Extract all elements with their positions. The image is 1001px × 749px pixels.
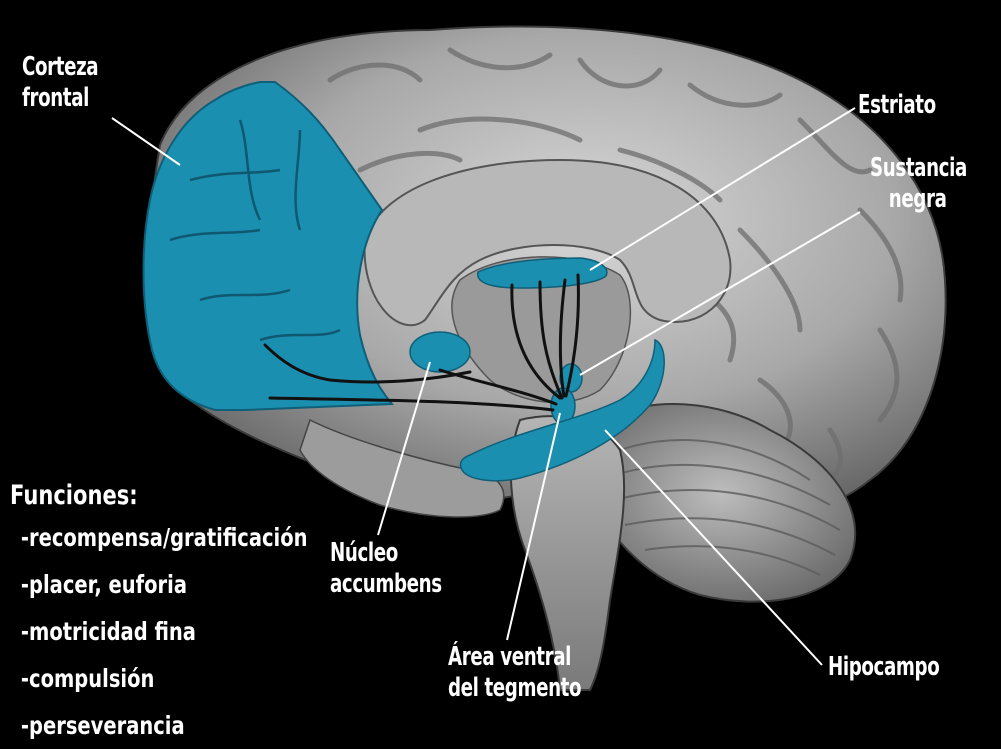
label-corteza-frontal: Corteza frontal: [22, 52, 98, 114]
label-estriato: Estriato: [858, 90, 936, 121]
label-area-ventral: Área ventral del tegmento: [448, 642, 581, 704]
label-corteza-frontal-line2: frontal: [22, 83, 98, 114]
function-item: -recompensa/gratificación: [10, 514, 308, 561]
label-area-ventral-line2: del tegmento: [448, 673, 581, 704]
function-item: -compulsión: [10, 655, 308, 702]
function-item: -perseverancia: [10, 702, 308, 749]
label-estriato-text: Estriato: [858, 90, 936, 121]
label-hipocampo: Hipocampo: [828, 652, 939, 683]
label-nucleo-accumbens-line2: accumbens: [330, 569, 442, 600]
functions-title: Funciones:: [10, 478, 308, 514]
label-sustancia-negra: Sustancia negra: [870, 153, 967, 215]
label-hipocampo-text: Hipocampo: [828, 652, 939, 683]
label-sustancia-negra-line1: Sustancia: [870, 153, 967, 184]
label-area-ventral-line1: Área ventral: [448, 642, 581, 673]
label-nucleo-accumbens: Núcleo accumbens: [330, 538, 442, 600]
label-corteza-frontal-line1: Corteza: [22, 52, 98, 83]
label-sustancia-negra-line2: negra: [870, 184, 967, 215]
function-item: -placer, euforia: [10, 561, 308, 608]
nucleus-accumbens-region: [410, 332, 470, 372]
label-nucleo-accumbens-line1: Núcleo: [330, 538, 442, 569]
functions-list: Funciones: -recompensa/gratificación -pl…: [10, 478, 308, 749]
function-item: -motricidad fina: [10, 608, 308, 655]
